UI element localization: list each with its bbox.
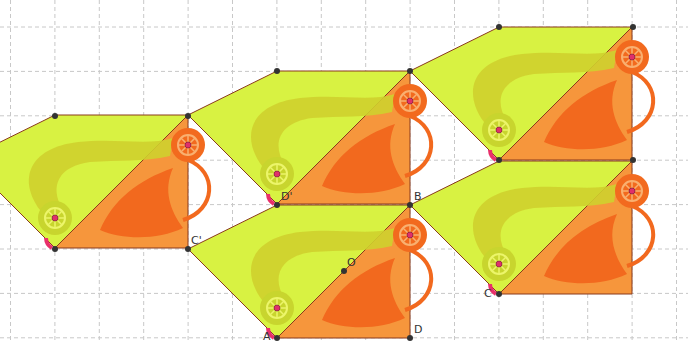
center-point [185,142,191,148]
point [496,291,502,297]
center-point [496,127,502,133]
point [630,157,636,163]
point [496,24,502,30]
point-label: A [263,331,271,342]
orange-triangle [499,161,632,294]
wheel [267,164,287,184]
orange-triangle [55,115,188,248]
figure-shape [544,80,627,149]
wheel [615,174,649,208]
wheel [615,40,649,74]
figure-shape [405,250,431,310]
green-region [188,71,410,204]
point-label: B [414,191,422,202]
center-point [52,215,58,221]
figure-shape [627,206,653,266]
figure-shape [100,168,183,237]
wheel-spoke [625,184,639,198]
point-label: D' [281,191,293,202]
wheel [38,201,72,235]
point [496,157,502,163]
orange-triangle [277,71,410,204]
wheel-spoke [48,211,62,225]
angle-mark [490,150,496,160]
figure-shape [544,214,627,283]
point [274,68,280,74]
wheel-spoke [270,167,284,181]
point [52,113,58,119]
point [341,268,347,274]
figure-shape [627,72,653,132]
grid-line [676,0,677,342]
point [52,246,58,252]
angle-mark [268,194,274,204]
angle-mark [46,238,52,248]
wheel [482,247,516,281]
wheel-spoke [492,123,506,137]
green-region [0,115,188,248]
wheel [400,225,420,245]
tile [410,161,653,294]
tile [410,27,653,160]
center-point [629,54,635,60]
wheel [393,218,427,252]
green-region [188,205,410,338]
center-point [274,171,280,177]
figure-shape [322,124,405,193]
point [185,246,191,252]
green-region [410,27,632,160]
wheel-spoke [270,301,284,315]
tile [0,115,209,248]
orange-triangle [499,27,632,160]
wheel [171,128,205,162]
wheel [489,120,509,140]
center-point [496,261,502,267]
point [274,335,280,341]
wheel-spoke [625,50,639,64]
wheel [260,291,294,325]
center-point [274,305,280,311]
wheel [178,135,198,155]
figure-shape [405,116,431,176]
wheel [622,47,642,67]
tile [188,205,431,338]
wheel [267,298,287,318]
point-label: D [414,324,422,335]
center-point [407,232,413,238]
point [407,68,413,74]
center-point [407,98,413,104]
wheel [482,113,516,147]
wheel [45,208,65,228]
wheel [400,91,420,111]
wheel-spoke [403,94,417,108]
orange-triangle [277,205,410,338]
wheel-spoke [492,257,506,271]
point [630,24,636,30]
point [407,335,413,341]
wheel-spoke [181,138,195,152]
point-label: C [484,288,492,299]
tile [188,71,431,204]
point-label: C' [191,235,202,246]
figure-shape [322,258,405,327]
wheel-spoke [403,228,417,242]
figure-shape [183,160,209,220]
wheel [260,157,294,191]
wheel [489,254,509,274]
wheel [622,181,642,201]
point [407,202,413,208]
point [185,113,191,119]
green-region [410,161,632,294]
wheel [393,84,427,118]
center-point [629,188,635,194]
point [274,202,280,208]
point-label: O [347,257,356,268]
